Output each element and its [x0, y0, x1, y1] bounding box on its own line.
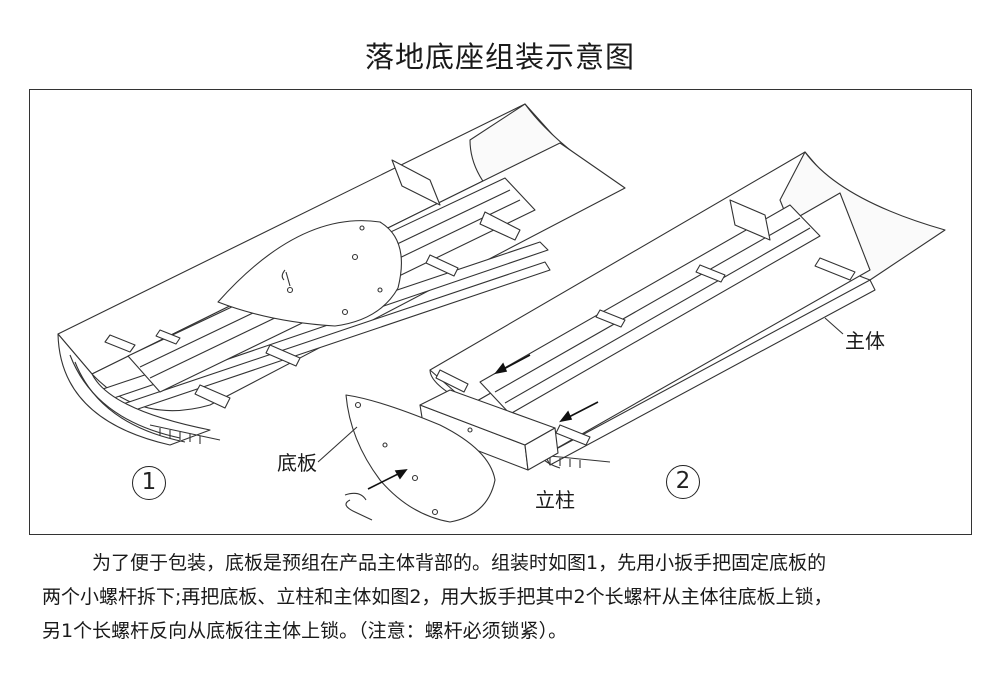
arrow-base-to-column [367, 471, 403, 490]
main-body-leader-line [824, 317, 844, 335]
figure2-column [419, 389, 559, 471]
instruction-line-2: 两个小螺杆拆下;再把底板、立柱和主体如图2，用大扳手把其中2个长螺杆从主体往底板… [42, 586, 833, 608]
diagram-frame [29, 89, 972, 535]
figure1-main-body [57, 103, 626, 446]
page-title: 落地底座组装示意图 [364, 40, 635, 74]
arrow-head-3 [559, 410, 573, 423]
arrow-head-2 [494, 362, 508, 375]
base-plate-leader-line [317, 426, 358, 463]
instruction-line-3: 另1个长螺杆反向从底板往主体上锁。（注意：螺杆必须锁紧）。 [42, 620, 568, 642]
label-base-plate: 底板 [277, 451, 317, 475]
figure2-main-body [429, 151, 946, 469]
instruction-line-1: 为了便于包装，底板是预组在产品主体背部的。组装时如图1，先用小扳手把固定底板的 [92, 552, 827, 574]
figure2-number: 2 [666, 465, 700, 499]
label-column: 立柱 [535, 488, 575, 512]
arrow-head-1 [394, 469, 408, 480]
figure1-number: 1 [132, 466, 166, 500]
label-main-body: 主体 [845, 329, 885, 353]
instructions: 为了便于包装，底板是预组在产品主体背部的。组装时如图1，先用小扳手把固定底板的 … [42, 546, 972, 648]
figure2-base-plate [344, 394, 496, 523]
